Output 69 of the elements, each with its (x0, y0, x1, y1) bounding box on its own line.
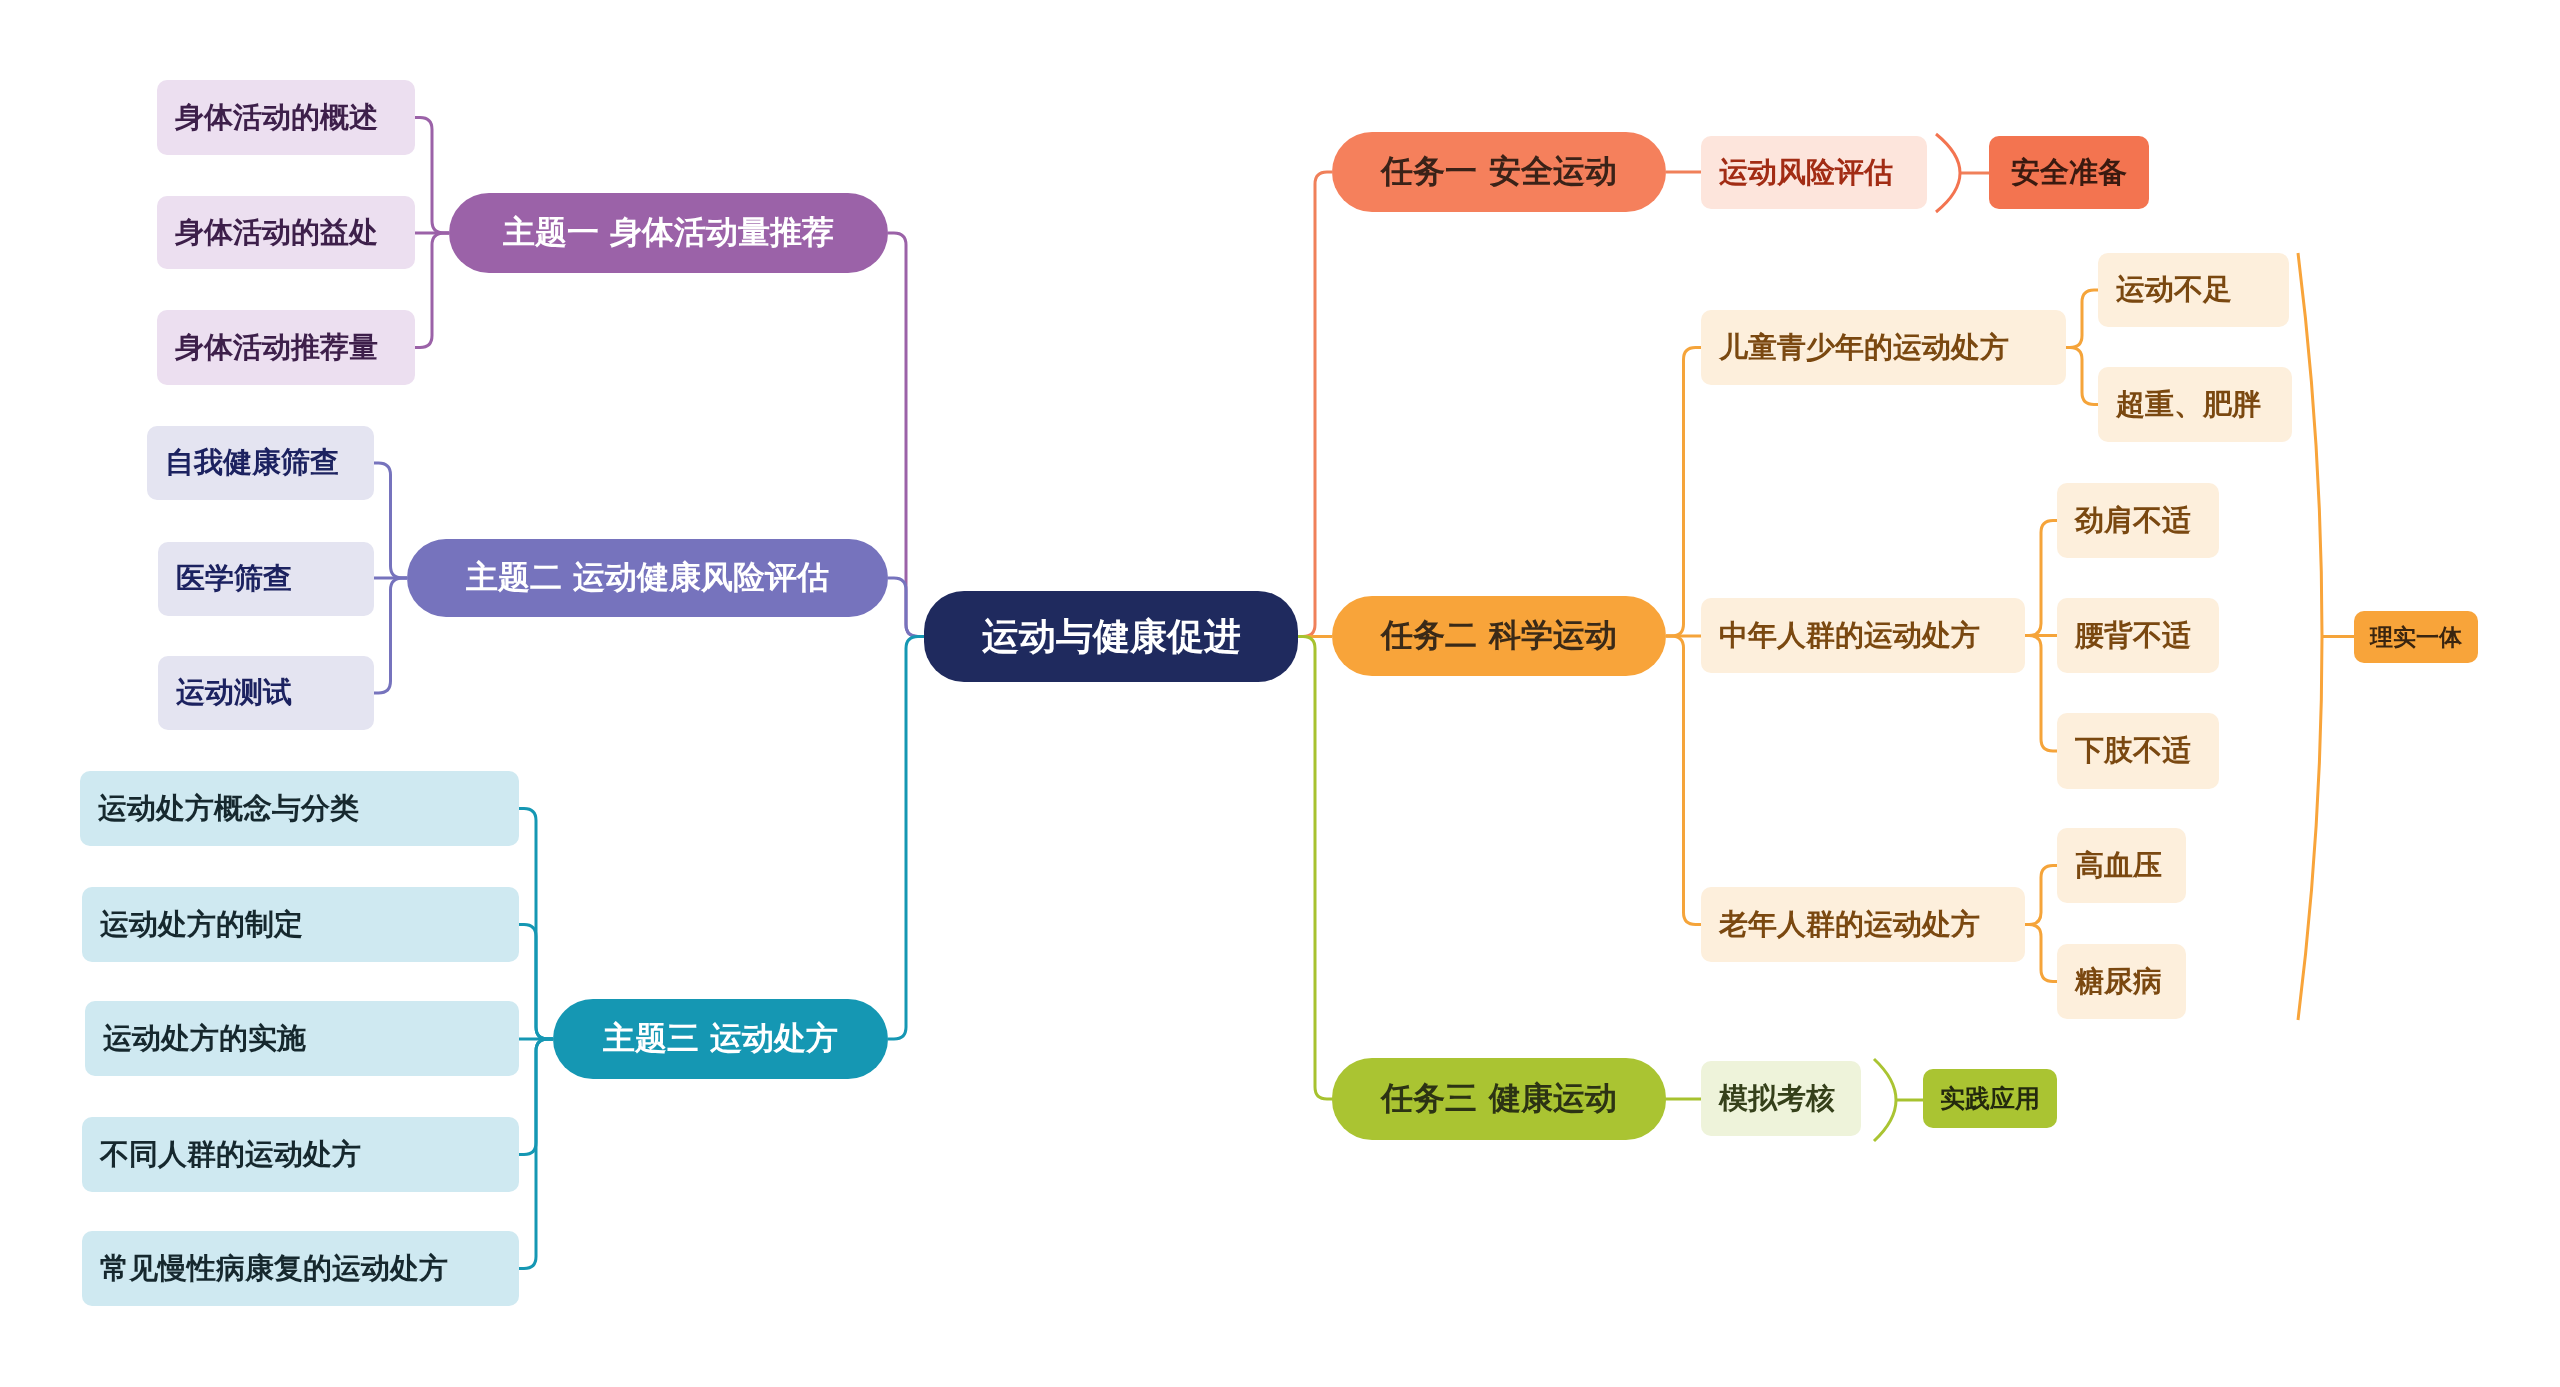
subtopic-box (2098, 253, 2289, 327)
topic-text: 下肢不适 (2075, 732, 2191, 769)
curly-brace (1874, 1059, 1896, 1141)
summary-box (1923, 1069, 2057, 1128)
topic-text: 任务一 安全运动 (1381, 151, 1617, 192)
subtopic-box (1701, 887, 2025, 962)
connector-line (1666, 170, 1701, 174)
topic-text: 劲肩不适 (2075, 501, 2191, 539)
topic-text: 安全准备 (2011, 153, 2127, 191)
subtopic-box (2057, 828, 2186, 903)
subtopic-box (2057, 944, 2186, 1019)
topic-text: 自我健康筛查 (165, 444, 339, 481)
topic-text: 常见慢性病康复的运动处方 (100, 1249, 448, 1287)
connector-line (1960, 171, 1989, 175)
connector-line (2322, 635, 2354, 638)
connector-line (1298, 635, 1332, 1101)
subtopic-box (82, 1231, 519, 1306)
topic-text: 腰背不适 (2075, 616, 2191, 654)
topic-text: 中年人群的运动处方 (1719, 616, 1980, 654)
topic-text: 主题二 运动健康风险评估 (465, 557, 830, 598)
topic-text: 运动处方概念与分类 (98, 789, 359, 827)
topic-text: 不同人群的运动处方 (100, 1135, 361, 1173)
topic-text: 身体活动的概述 (175, 98, 378, 136)
topic-text: 主题一 身体活动量推荐 (502, 212, 835, 253)
topic-text: 主题三 运动处方 (602, 1018, 839, 1059)
topic-text: 运动不足 (2116, 271, 2232, 308)
topic-text: 运动处方的实施 (103, 1019, 306, 1057)
topic-text: 糖尿病 (2075, 962, 2162, 1000)
curly-brace (2298, 253, 2322, 1020)
topic-text: 医学筛查 (176, 560, 292, 597)
connector-line (1666, 1097, 1701, 1101)
subtopic-box (82, 887, 519, 962)
connector-line (888, 635, 924, 1041)
subtopic-box (2057, 713, 2219, 789)
subtopic-box (1701, 598, 2025, 673)
topic-text: 身体活动的益处 (175, 213, 378, 251)
subtopic-box (158, 656, 374, 730)
topic-text: 高血压 (2075, 846, 2162, 884)
subtopic-box (2057, 598, 2219, 673)
subtopic-box (82, 1117, 519, 1192)
subtopic-box (157, 310, 415, 385)
topic-text: 身体活动推荐量 (175, 328, 378, 366)
topic-text: 任务二 科学运动 (1381, 615, 1617, 656)
subtopic-box (147, 426, 374, 500)
summary-box (1989, 136, 2149, 209)
topic-text: 实践应用 (1940, 1083, 2040, 1115)
subtopic-box (2057, 483, 2219, 558)
subtopic-box (1701, 1061, 1861, 1136)
subtopic-box (85, 1001, 519, 1076)
topic-text: 运动风险评估 (1719, 153, 1893, 191)
subtopic-box (157, 80, 415, 155)
subtopic-box (80, 771, 519, 846)
summary-box (2354, 611, 2478, 663)
subtopic-box (2098, 367, 2292, 442)
topic-text: 超重、肥胖 (2116, 385, 2261, 423)
topic-text: 任务三 健康运动 (1381, 1078, 1617, 1119)
subtopic-box (1701, 136, 1927, 209)
subtopic-box (157, 196, 415, 269)
subtopic-box (158, 542, 374, 616)
topic-text: 模拟考核 (1719, 1079, 1835, 1117)
topic-text: 老年人群的运动处方 (1719, 905, 1980, 943)
topic-text: 儿童青少年的运动处方 (1719, 328, 2009, 366)
curly-brace (1936, 134, 1960, 212)
topic-text: 运动处方的制定 (100, 905, 303, 943)
subtopic-box (1701, 310, 2066, 385)
topic-text: 运动测试 (176, 674, 292, 711)
connector-line (1896, 1098, 1923, 1102)
topic-text: 理实一体 (2370, 622, 2462, 652)
topic-text: 运动与健康促进 (981, 613, 1241, 660)
